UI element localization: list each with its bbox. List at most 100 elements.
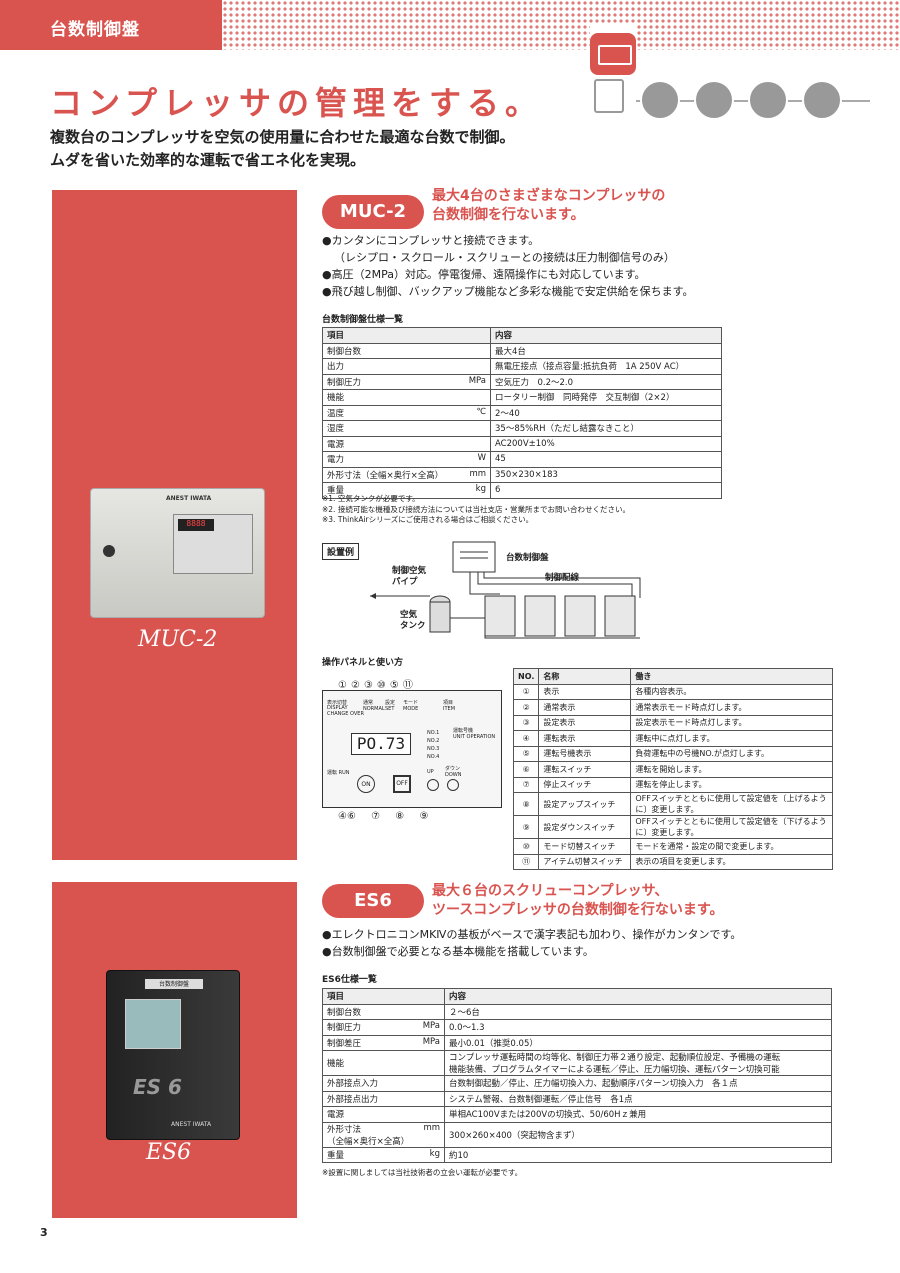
spec-item: 機能 (327, 393, 345, 404)
op-no: ⑧ (512, 792, 540, 816)
es6-bullet-2: ●台数制御盤で必要となる基本機能を搭載しています。 (322, 945, 594, 958)
panel-display-label: DISPLAY CHANGE OVER (327, 705, 364, 717)
num-label: ⑧ (395, 811, 405, 822)
diagram-arrow (370, 593, 376, 599)
table-row: 制御台数最大4台 (322, 342, 722, 359)
spec-item-cell: 機能 (322, 1050, 445, 1076)
es6-product-panel: 台数制御盤 ES 6 ANEST IWATA ES6 (52, 882, 297, 1218)
op-name: 停止スイッチ (538, 776, 632, 793)
spec-item: 外形寸法（全幅×奥行×全高） (327, 470, 444, 481)
diagram-compressor (604, 595, 636, 637)
es6-headline-2: ツースコンプレッサの台数制御を行ないます。 (432, 902, 724, 918)
note-line: ※1. 空気タンクが必要です。 (322, 494, 420, 503)
unit-lamp-3: NO.3 (427, 746, 440, 752)
es6-badge: ES6 (322, 884, 424, 918)
panel-on-button[interactable]: ON (357, 775, 375, 793)
muc-bullet-2: （レシプロ・スクロール・スクリューとの接続は圧力制御信号のみ） (334, 251, 675, 264)
num-label: ⑩ (376, 680, 390, 691)
spec-item: 温度 (327, 408, 345, 419)
op-name: 設定アップスイッチ (538, 792, 632, 816)
op-function: OFFスイッチとともに使用して設定値を〔下げるように〕変更します。 (630, 815, 833, 839)
op-no: ① (512, 683, 540, 700)
lead-text: 複数台のコンプレッサを空気の使用量に合わせた最適な台数で制御。 ムダを省いた効率… (50, 126, 515, 172)
diagram-wire (483, 572, 641, 598)
spec-item-cell: 制御台数 (322, 1003, 445, 1020)
diagram-compressor (484, 595, 516, 637)
panel-lcd-display: PO.73 (351, 733, 411, 755)
unit-lamp-1: NO.1 (427, 730, 440, 736)
install-pipe-label: 制御空気 パイプ (392, 566, 427, 587)
install-title: 設置例 (322, 543, 360, 560)
op-function: 各種内容表示。 (630, 683, 833, 700)
note-line: ※3. ThinkAirシリーズにご使用される場合はご相談ください。 (322, 515, 534, 524)
spec-value: 2～40 (490, 404, 722, 421)
diagram-tank (429, 601, 451, 633)
diagram-panel-box (452, 541, 496, 573)
panel-off-button[interactable]: OFF (393, 775, 411, 793)
es6-front-label: 台数制御盤 (145, 979, 203, 989)
muc-bullet-3: ●高圧（2MPa）対応。停電復帰、遠隔操作にも対応しています。 (322, 268, 646, 281)
category-tab: 台数制御盤 (0, 0, 222, 50)
table-header: 項目内容 (322, 327, 722, 344)
spec-value: 45 (490, 451, 722, 468)
muc-bullet-1: ●カンタンにコンプレッサと接続できます。 (322, 234, 540, 247)
table-row: 機能コンプレッサ運転時間の均等化、制御圧力帯２通り設定、起動順位設定、予備機の運… (322, 1050, 832, 1076)
category-icon-strip (590, 25, 890, 120)
spec-value: コンプレッサ運転時間の均等化、制御圧力帯２通り設定、起動順位設定、予備機の運転 … (444, 1050, 832, 1076)
op-name: モード切替スイッチ (538, 838, 632, 855)
panel-run-label: 運転 RUN (327, 770, 350, 776)
op-no: ⑥ (512, 761, 540, 778)
spec-item: 電源 (327, 439, 345, 450)
panel-display-jp: 表示切替 (327, 700, 348, 706)
install-panel-label: 台数制御盤 (506, 553, 549, 563)
spec-unit: kg (475, 484, 486, 495)
strip-line (620, 100, 870, 102)
spec-unit: MPa (422, 1021, 440, 1032)
muc-headline-2: 台数制御を行ないます。 (432, 207, 585, 223)
muc-front-panel: 8888 (173, 514, 253, 574)
spec-unit: kg (429, 1148, 440, 1159)
es6-brand-logo: ANEST IWATA (171, 1121, 212, 1128)
table-header: 項目内容 (322, 988, 832, 1005)
filter-icon (748, 80, 788, 120)
header-cell: 項目 (322, 988, 445, 1005)
num-label: ① (338, 680, 351, 691)
spec-item-cell: 電源 (322, 435, 491, 452)
op-function: 運転を開始します。 (630, 761, 833, 778)
panel-up-button[interactable] (427, 779, 439, 791)
es6-spec-title: ES6仕様一覧 (322, 975, 377, 985)
dryer-icon (640, 80, 680, 120)
spec-item: 外形寸法 （全幅×奥行×全高） (327, 1124, 410, 1147)
spec-item-cell: 制御台数 (322, 342, 491, 359)
spec-item: 制御圧力 (327, 377, 362, 388)
spec-item-cell: 外部接点出力 (322, 1090, 445, 1107)
op-name: 通常表示 (538, 699, 632, 716)
panel-down-button[interactable] (447, 779, 459, 791)
table-header: NO.名称働き (512, 668, 833, 685)
op-no: ④ (512, 730, 540, 747)
table-row: 機能ロータリー制御 同時発停 交互制御（2×2） (322, 389, 722, 406)
spec-item-cell: 出力 (322, 358, 491, 375)
op-name: 運転スイッチ (538, 761, 632, 778)
header-cell: 内容 (490, 327, 722, 344)
lead-line-2: ムダを省いた効率的な運転で省エネ化を実現。 (50, 151, 366, 169)
diagram-wire (469, 572, 500, 595)
es6-note: ※設置に関しましては当社技術者の立会い運転が必要です。 (322, 1168, 523, 1177)
header-cell: NO. (512, 668, 540, 685)
panel-item-label: 項目 ITEM (443, 700, 456, 712)
table-row: 出力無電圧接点（接点容量:抵抗負荷 1A 250V AC） (322, 358, 722, 375)
num-label: ② (350, 680, 364, 691)
page-title: コンプレッサの管理をする。 (50, 84, 544, 122)
